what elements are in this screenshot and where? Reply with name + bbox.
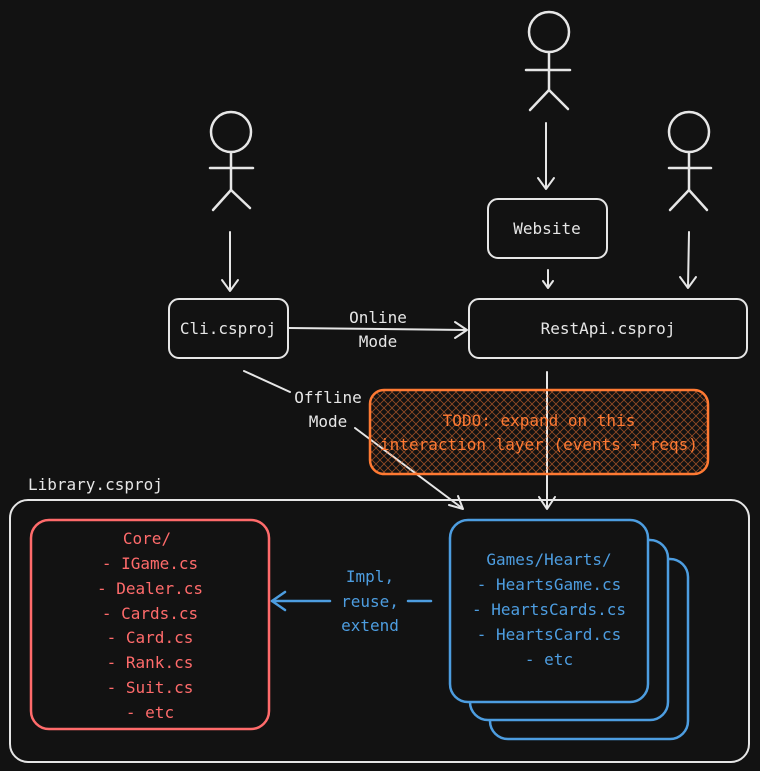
impl-label-2: reuse, <box>341 592 399 611</box>
impl-label-1: Impl, <box>346 567 394 586</box>
todo-line-2: interaction layer (events + reqs) <box>380 435 698 454</box>
games-item: - HeartsGame.cs <box>477 575 622 594</box>
games-title: Games/Hearts/ <box>486 550 611 569</box>
online-mode-label-2: Mode <box>359 332 398 351</box>
games-stack: Games/Hearts/ - HeartsGame.cs - HeartsCa… <box>448 518 690 741</box>
cli-label: Cli.csproj <box>180 319 276 338</box>
core-box: Core/ - IGame.cs - Dealer.cs - Cards.cs … <box>29 518 271 731</box>
core-item: - Card.cs <box>107 628 194 647</box>
restapi-node: RestApi.csproj <box>468 298 748 359</box>
games-item: - HeartsCard.cs <box>477 625 622 644</box>
arrow-website-user-to-website <box>537 122 555 190</box>
website-label: Website <box>513 219 580 238</box>
games-item: - HeartsCards.cs <box>472 600 626 619</box>
games-item: - etc <box>525 650 573 669</box>
cli-node: Cli.csproj <box>168 298 289 359</box>
impl-label-3: extend <box>341 616 399 635</box>
core-item: - Dealer.cs <box>97 579 203 598</box>
core-item: - Rank.cs <box>107 653 194 672</box>
offline-mode-label-1: Offline <box>294 388 361 407</box>
arrow-games-to-core-impl <box>270 590 433 612</box>
arrow-cli-to-restapi-online <box>288 321 468 339</box>
website-node: Website <box>487 198 608 259</box>
cli-user-actor-icon <box>208 110 255 212</box>
offline-mode-label-2: Mode <box>309 412 348 431</box>
arrow-cli-user-to-cli <box>221 231 239 292</box>
core-item: - Cards.cs <box>102 604 198 623</box>
core-title: Core/ <box>123 529 171 548</box>
core-item: - Suit.cs <box>107 678 194 697</box>
core-item: - etc <box>126 703 174 722</box>
arrow-website-to-restapi <box>542 269 554 289</box>
arrow-api-user-to-restapi <box>679 231 697 289</box>
library-container <box>9 499 750 763</box>
library-label: Library.csproj <box>28 475 163 494</box>
todo-line-1: TODO: expand on this <box>443 411 636 430</box>
core-item: - IGame.cs <box>102 554 198 573</box>
website-user-actor-icon <box>524 10 572 112</box>
online-mode-label-1: Online <box>349 308 407 327</box>
restapi-label: RestApi.csproj <box>541 319 676 338</box>
todo-note: TODO: expand on this interaction layer (… <box>368 388 710 476</box>
api-user-actor-icon <box>667 110 713 212</box>
